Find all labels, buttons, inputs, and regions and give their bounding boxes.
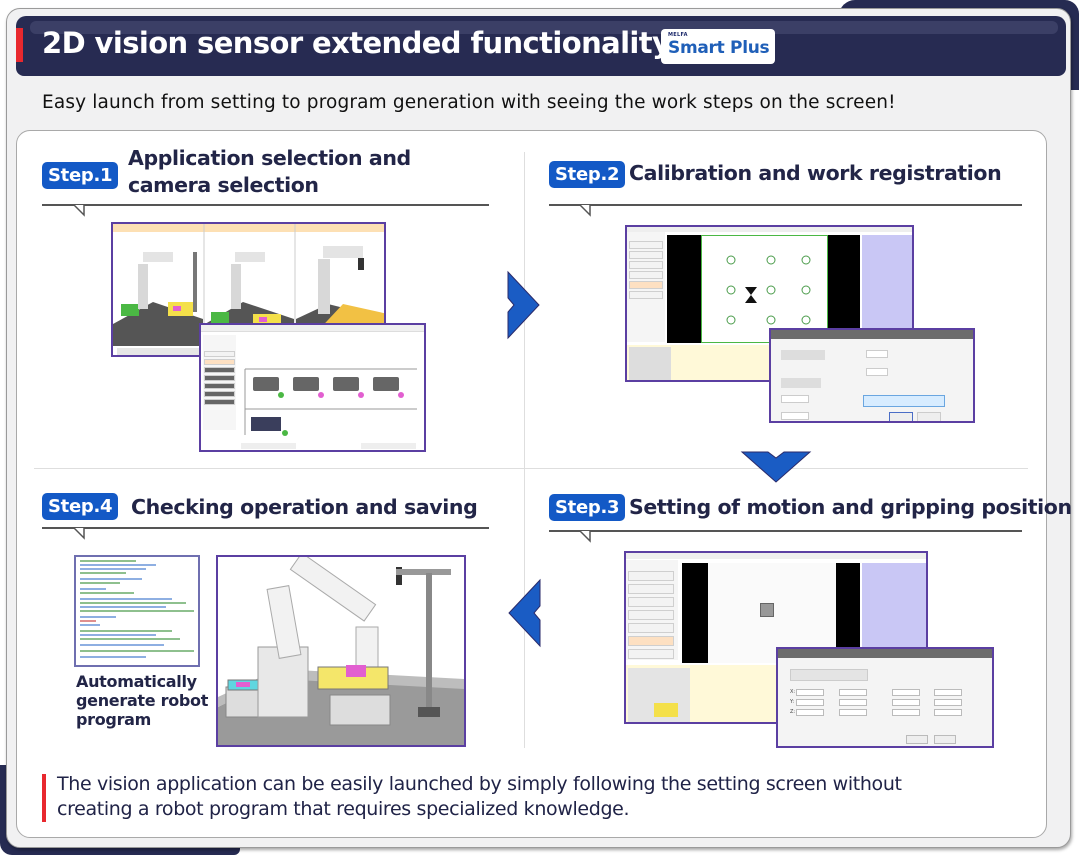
footer-text: The vision application can be easily lau… — [57, 772, 1017, 822]
position-adjust-fields: X: Y: Z: — [784, 689, 990, 729]
step-1-badge: Step.1 — [42, 162, 119, 189]
step-1-camera-selection-screenshot — [199, 323, 426, 452]
title-red-marker — [16, 28, 23, 62]
caption-line-3: program — [76, 710, 152, 729]
flow-arrow-down-icon — [740, 451, 812, 483]
auto-generate-caption: Automatically generate robot program — [76, 672, 208, 729]
step-3-pointer-icon — [580, 531, 591, 543]
step-4-badge: Step.4 — [42, 493, 119, 520]
caption-line-1: Automatically — [76, 672, 197, 691]
logo-melfa-text: MELFA — [668, 32, 688, 38]
caption-line-2: generate robot — [76, 691, 209, 710]
step-3-underline — [549, 530, 1022, 532]
title-bar: 2D vision sensor extended functionality … — [16, 16, 1066, 76]
step-4-pointer-icon — [74, 528, 85, 540]
camera-network-diagram — [244, 368, 417, 436]
step-1-underline — [42, 204, 489, 206]
title-bar-sheen — [30, 21, 1058, 34]
robot-program-code-screenshot — [74, 555, 200, 667]
step-3-title: Setting of motion and gripping position — [629, 495, 1072, 519]
preview-1 — [113, 252, 203, 346]
step-3-settings-dialog: X: Y: Z: — [776, 647, 994, 748]
flow-arrow-left-icon — [508, 578, 541, 648]
step-1-title-line2: camera selection — [128, 173, 319, 197]
step-2-settings-dialog — [769, 328, 975, 423]
step-2-pointer-icon — [580, 205, 591, 217]
target-marker — [760, 603, 774, 617]
logo-main-text: Smart Plus — [668, 38, 770, 58]
robot-simulation-screenshot — [216, 555, 466, 747]
code-lines — [80, 560, 194, 658]
step-3-badge: Step.3 — [549, 494, 626, 521]
robot-cell-render — [218, 557, 464, 745]
step-2-badge: Step.2 — [549, 161, 626, 188]
step-2-underline — [549, 204, 1022, 206]
flow-arrow-right-icon — [507, 270, 540, 340]
step-2-title: Calibration and work registration — [629, 161, 1002, 185]
subtitle: Easy launch from setting to program gene… — [42, 92, 896, 113]
calibration-grid — [726, 255, 811, 325]
robot-application-previews — [113, 224, 384, 355]
step-1-app-selection-screenshot — [111, 222, 386, 357]
footer-line-2: creating a robot program that requires s… — [57, 798, 630, 820]
quadrant-divider-horizontal — [34, 468, 1028, 469]
step-1-title-line1: Application selection and — [128, 146, 411, 170]
smart-plus-logo: MELFA Smart Plus — [661, 29, 775, 64]
page-title: 2D vision sensor extended functionality — [42, 26, 671, 60]
step-1-pointer-icon — [74, 205, 85, 217]
step-4-underline — [42, 527, 489, 529]
step-4-title: Checking operation and saving — [131, 495, 478, 519]
footer-line-1: The vision application can be easily lau… — [57, 773, 902, 795]
footer-red-marker — [42, 774, 46, 822]
quadrant-divider-vertical — [524, 152, 525, 748]
